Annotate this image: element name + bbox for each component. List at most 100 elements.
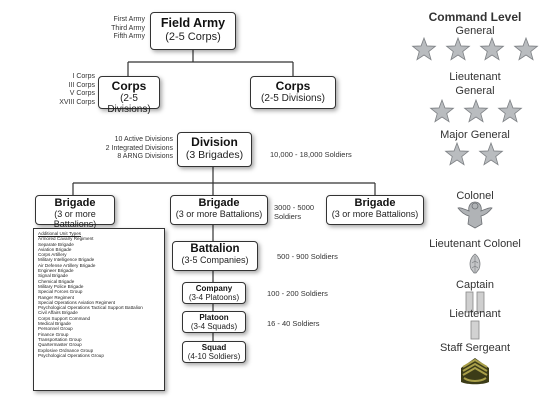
company-title: Company xyxy=(195,284,233,293)
rank-lieutenant-label: Lieutenant xyxy=(449,308,501,320)
brigade-right-size: (3 or more Battalions) xyxy=(331,209,419,219)
division-soldiers: 10,000 - 18,000 Soldiers xyxy=(270,150,352,159)
brigade-soldiers: 3000 - 5000 Soldiers xyxy=(274,203,314,221)
brigade-mid-box: Brigade (3 or more Battalions) xyxy=(170,195,268,225)
lieutenant-bar-icon xyxy=(470,320,480,340)
major-general-stars-icon xyxy=(444,142,504,166)
unit-type-item: Personnel Group xyxy=(38,326,73,332)
field-army-box: Field Army (2-5 Corps) xyxy=(150,12,236,50)
division-note: 2 Integrated Divisions xyxy=(105,144,173,152)
unit-type-item: Armored Cavalry Regiment xyxy=(38,236,94,242)
platoon-title: Platoon xyxy=(199,313,229,322)
squad-size: (4-10 Soldiers) xyxy=(187,352,241,361)
brigade-mid-size: (3 or more Battalions) xyxy=(175,209,263,219)
general-stars-icon xyxy=(411,37,539,61)
brigade-left-box: Brigade (3 or more Battalions) xyxy=(35,195,115,229)
unit-type-item: Medical Brigade xyxy=(38,321,71,327)
oak-leaf-icon xyxy=(469,253,481,274)
battalion-box: Battalion (3-5 Companies) xyxy=(172,241,258,271)
brigade-soldiers-count: 3000 - 5000 xyxy=(274,203,315,212)
unit-type-item: Quartermaster Group xyxy=(38,342,82,348)
corps-note: XVIII Corps xyxy=(59,98,95,106)
battalion-soldiers: 500 - 900 Soldiers xyxy=(277,252,338,261)
company-size: (3-4 Platoons) xyxy=(188,293,240,302)
unit-type-item: Psychological Operations Tactical Suppor… xyxy=(38,305,143,311)
additional-unit-types-list: Additional Unit Types Armored Cavalry Re… xyxy=(33,228,165,391)
unit-type-item: Special Operations Aviation Regiment xyxy=(38,299,116,305)
command-level-header: Command Level xyxy=(428,10,522,24)
unit-type-item: Finance Group xyxy=(38,331,69,337)
unit-type-item: Corps Artillery xyxy=(38,252,67,258)
division-title: Division xyxy=(191,135,238,149)
brigade-left-size: (3 or more Battalions) xyxy=(53,209,97,229)
unit-type-item: Separate Brigade xyxy=(38,241,74,247)
brigade-left-title: Brigade xyxy=(54,197,96,209)
squad-title: Squad xyxy=(201,343,227,352)
platoon-size: (3-4 Squads) xyxy=(190,322,238,331)
star-icon xyxy=(445,37,471,61)
corps-left-title: Corps xyxy=(111,79,147,93)
unit-type-item: Ranger Regiment xyxy=(38,294,75,300)
corps-note: III Corps xyxy=(68,81,95,89)
corps-note: I Corps xyxy=(72,73,95,80)
unit-type-item: Corps Support Command xyxy=(38,315,91,321)
company-box: Company (3-4 Platoons) xyxy=(182,282,246,304)
rank-captain-label: Captain xyxy=(456,279,494,291)
platoon-box: Platoon (3-4 Squads) xyxy=(182,311,246,333)
battalion-size: (3-5 Companies) xyxy=(181,255,249,265)
brigade-soldiers-unit: Soldiers xyxy=(274,212,302,221)
unit-type-item: Signal Brigade xyxy=(38,273,68,279)
unit-type-item: Military Police Brigade xyxy=(38,283,84,289)
rank-general-label: General xyxy=(455,25,495,37)
corps-right-size: (2-5 Divisions) xyxy=(261,93,325,104)
field-army-note: Third Army xyxy=(111,24,145,32)
rank-colonel-label: Colonel xyxy=(456,190,494,202)
rank-lt-colonel-label: Lieutenant Colonel xyxy=(429,238,521,250)
division-note: 10 Active Divisions xyxy=(114,136,173,143)
rank-major-general-label: Major General xyxy=(440,129,510,141)
field-army-notes: First Army Third Army Fifth Army xyxy=(95,16,145,42)
staff-sergeant-chevron-icon xyxy=(461,358,489,385)
unit-type-item: Air Defense Artillery Brigade xyxy=(38,262,96,268)
company-soldiers: 100 - 200 Soldiers xyxy=(267,289,328,298)
division-note: 8 ARNG Divisions xyxy=(117,153,173,161)
rank-lt-general-line2: General xyxy=(455,85,495,97)
star-icon xyxy=(463,99,489,123)
star-icon xyxy=(513,37,539,61)
unit-type-item: Aviation Brigade xyxy=(38,246,72,252)
unit-type-item: Transportation Group xyxy=(38,336,82,342)
star-icon xyxy=(411,37,437,61)
corps-note: V Corps xyxy=(69,90,95,98)
battalion-title: Battalion xyxy=(190,243,240,255)
star-icon xyxy=(497,99,523,123)
unit-type-item: Engineer Brigade xyxy=(38,268,74,274)
unit-type-item: Chemical Brigade xyxy=(38,278,75,284)
corps-right-box: Corps (2-5 Divisions) xyxy=(250,76,336,109)
division-size: (3 Brigades) xyxy=(185,149,244,161)
corps-right-title: Corps xyxy=(275,79,311,93)
brigade-right-box: Brigade (3 or more Battalions) xyxy=(326,195,424,225)
lt-general-stars-icon xyxy=(429,99,523,123)
rank-staff-sergeant-label: Staff Sergeant xyxy=(439,342,511,354)
brigade-mid-title: Brigade xyxy=(198,197,240,209)
field-army-note: First Army xyxy=(113,16,146,23)
division-notes: 10 Active Divisions 2 Integrated Divisio… xyxy=(88,136,173,162)
field-army-note: Fifth Army xyxy=(113,33,145,41)
unit-type-item: Special Forces Group xyxy=(38,289,83,295)
star-icon xyxy=(429,99,455,123)
field-army-size: (2-5 Corps) xyxy=(165,31,221,43)
eagle-insignia-icon xyxy=(457,201,493,229)
field-army-title: Field Army xyxy=(160,16,226,30)
corps-notes: I Corps III Corps V Corps XVIII Corps xyxy=(55,73,95,107)
rank-lt-general-label: Lieutenant General xyxy=(405,70,545,98)
division-box: Division (3 Brigades) xyxy=(177,132,252,167)
platoon-soldiers: 16 - 40 Soldiers xyxy=(267,319,320,328)
star-icon xyxy=(444,142,470,166)
unit-type-item: Civil Affairs Brigade xyxy=(38,310,78,316)
unit-type-item: Psychological Operations Group xyxy=(38,352,104,358)
unit-type-item: Explosive Ordnance Group xyxy=(38,347,94,353)
rank-lt-general-line1: Lieutenant xyxy=(449,71,501,83)
brigade-right-title: Brigade xyxy=(354,197,396,209)
corps-left-size: (2-5 Divisions) xyxy=(107,93,151,115)
